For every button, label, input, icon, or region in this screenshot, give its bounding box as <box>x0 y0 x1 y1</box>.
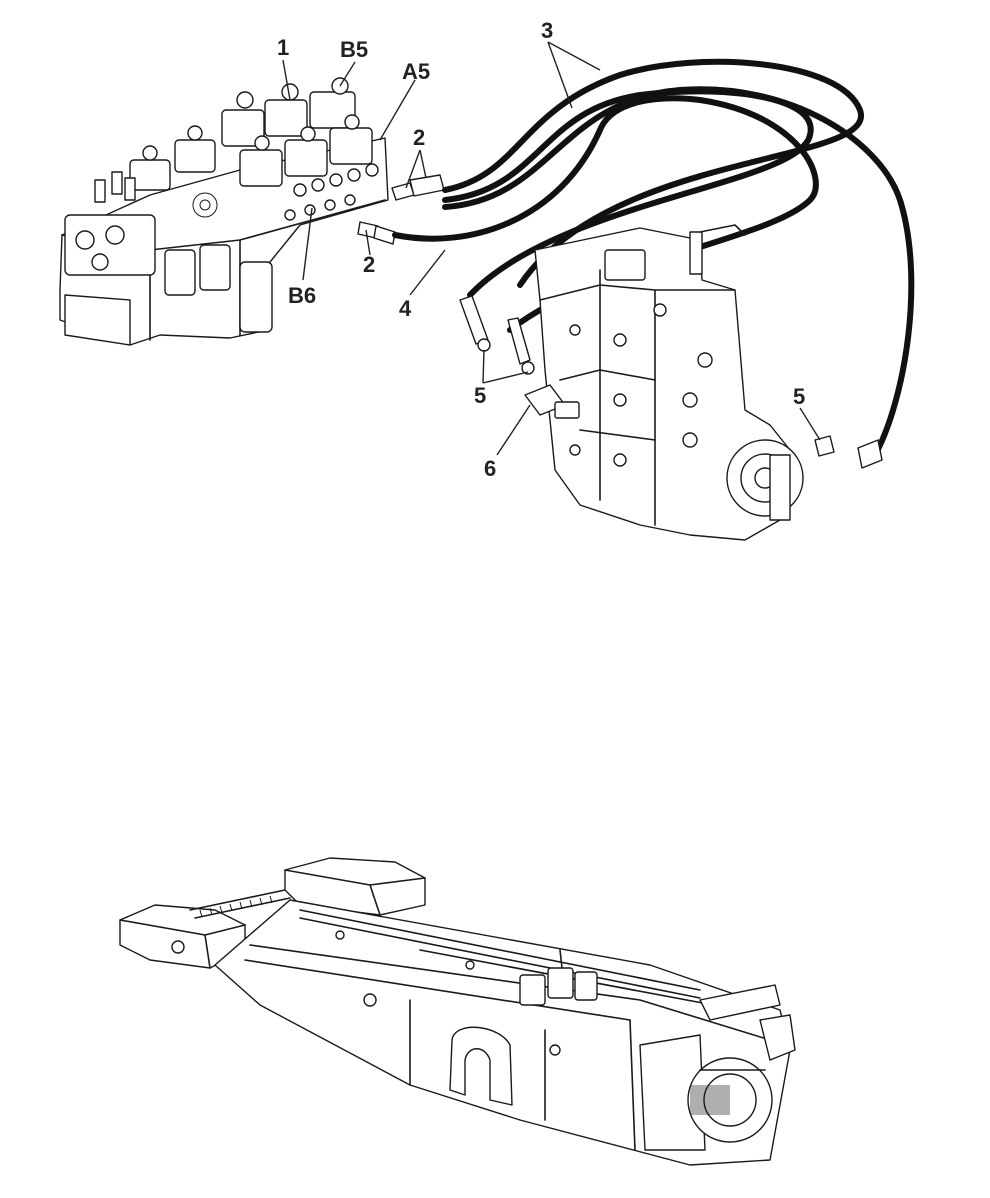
hose-fittings-5 <box>459 295 883 469</box>
sensor-6 <box>524 384 580 419</box>
callout-1: 1 <box>277 35 289 60</box>
hose-3-outer <box>442 58 864 288</box>
hose-3-long <box>442 86 915 458</box>
valve-ports <box>284 163 379 221</box>
lower-valve-section <box>64 171 273 346</box>
callout-2-upper: 2 <box>413 125 425 150</box>
callout-5-left: 5 <box>474 383 486 408</box>
solenoid-group <box>129 77 373 191</box>
callouts: 1 B5 A5 3 2 2 B6 4 5 5 6 <box>277 18 821 481</box>
callout-2-lower: 2 <box>363 252 375 277</box>
machine-frame <box>119 857 796 1166</box>
callout-b6: B6 <box>288 283 316 308</box>
callout-b5: B5 <box>340 37 368 62</box>
callout-5-right: 5 <box>793 384 805 409</box>
frame-transmission <box>639 1034 773 1151</box>
callout-6: 6 <box>484 456 496 481</box>
callout-4: 4 <box>399 296 412 321</box>
hoses <box>392 58 915 458</box>
transmission-housing <box>524 224 804 541</box>
callout-a5: A5 <box>402 59 430 84</box>
callout-3: 3 <box>541 18 553 43</box>
control-valve-block <box>59 77 389 346</box>
frame-valve-cluster <box>519 949 598 1006</box>
fittings-2 <box>357 174 445 245</box>
